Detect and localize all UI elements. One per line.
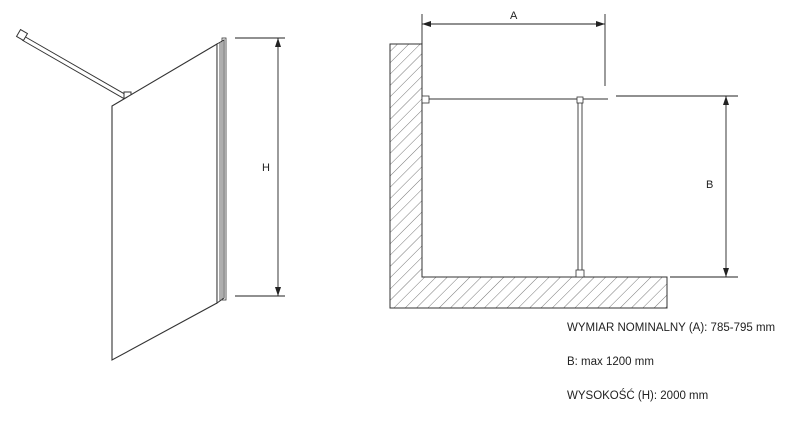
section-view: A B (389, 10, 738, 309)
stabilizer-bar (15, 28, 132, 102)
panel-perspective-view (15, 28, 227, 361)
depth-label: B (706, 179, 713, 191)
hatched-wall (389, 43, 668, 309)
width-dimension: A (421, 10, 606, 86)
depth-dimension: B (670, 96, 738, 278)
spec-max-depth: B: max 1200 mm (567, 356, 654, 368)
spec-nominal-width: WYMIAR NOMINALNY (A): 785-795 mm (567, 322, 776, 334)
height-label: H (262, 162, 270, 174)
glass-panel (111, 43, 218, 361)
support-post (575, 96, 585, 278)
width-label: A (510, 10, 518, 22)
height-dimension: H (235, 37, 285, 297)
spec-height: WYSOKOŚĆ (H): 2000 mm (567, 390, 709, 402)
wall-profile (216, 37, 227, 304)
